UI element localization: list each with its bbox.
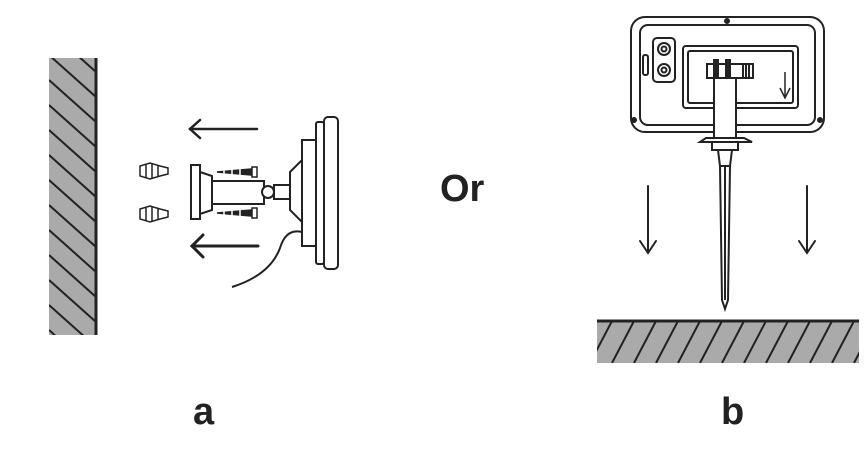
wall-hatch (49, 58, 98, 335)
mounting-bracket (190, 164, 275, 220)
or-label: Or (440, 168, 485, 210)
arrow-down-icon (779, 72, 791, 100)
arrow-down-icon (639, 185, 657, 255)
ground-hatch (597, 319, 859, 363)
panel-a-label: a (193, 391, 215, 433)
panel-a-wall-mount (49, 58, 339, 335)
wall-plug-icon (139, 162, 169, 180)
screw-icon (216, 166, 258, 178)
ground-stake (696, 59, 754, 313)
device-side-view (231, 116, 339, 288)
wall-plug-icon (139, 205, 169, 223)
screw-icon (216, 207, 258, 219)
arrow-down-icon (798, 185, 816, 255)
panel-b-label: b (721, 391, 745, 433)
panel-b-ground-stake (597, 16, 859, 363)
arrow-left-icon (189, 233, 260, 259)
arrow-left-icon (188, 118, 259, 140)
